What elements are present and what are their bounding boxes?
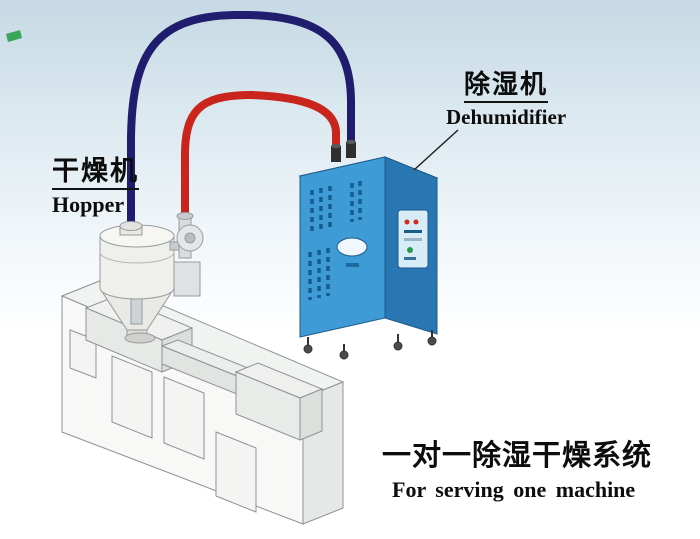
leader-line xyxy=(413,129,459,171)
brand-oval-badge xyxy=(336,237,368,257)
caption: 一对一除湿干燥系统 For serving one machine xyxy=(382,440,652,502)
pipe-stub xyxy=(346,142,356,158)
hopper-dryer xyxy=(99,212,204,344)
front-sticker xyxy=(346,263,359,267)
indicator-light-red xyxy=(413,219,419,225)
blower-base-box xyxy=(173,261,201,297)
pipe-stub-cap xyxy=(331,144,341,148)
panel-display xyxy=(404,238,422,241)
pipes xyxy=(126,11,355,240)
machine-door-2 xyxy=(163,376,205,460)
dehumidifier-label: 除湿机 Dehumidifier xyxy=(446,71,567,130)
hopper-sight-glass xyxy=(130,295,143,325)
dehumidifier-label-zh: 除湿机 xyxy=(464,71,549,104)
caster-wheel xyxy=(339,350,349,360)
blower-fan-hub xyxy=(184,232,196,244)
hopper-clamp-band xyxy=(99,251,175,264)
die-head-side xyxy=(299,388,323,441)
hopper-body xyxy=(99,235,175,300)
caster-wheels xyxy=(303,330,437,360)
caster-wheel xyxy=(393,341,403,351)
vent-slots xyxy=(308,181,362,300)
caption-en: For serving one machine xyxy=(392,477,636,503)
green-mark xyxy=(6,30,22,42)
panel-display xyxy=(404,230,422,233)
indicator-light-red xyxy=(404,219,410,225)
hopper-label-en: Hopper xyxy=(52,192,125,218)
hopper-label: 干燥机 Hopper xyxy=(52,157,139,218)
dehumidifier-label-en: Dehumidifier xyxy=(446,105,567,130)
panel-switch xyxy=(404,257,416,260)
pipe-stub-cap xyxy=(346,140,356,144)
extruder-machine xyxy=(60,279,345,525)
caster-wheel xyxy=(427,336,437,346)
hopper-label-zh: 干燥机 xyxy=(52,157,139,191)
red-supply-pipe xyxy=(180,91,340,224)
pipe-stub xyxy=(331,146,341,162)
pipe-fittings xyxy=(331,140,356,162)
caster-wheel xyxy=(303,344,313,354)
hopper-flange xyxy=(124,332,156,344)
indicator-light-green xyxy=(407,247,413,253)
caption-zh: 一对一除湿干燥系统 xyxy=(382,438,653,472)
dehumidifier-cabinet xyxy=(298,140,439,360)
machine-door-1 xyxy=(111,355,153,439)
blower-pipe-cap xyxy=(176,212,194,220)
navy-return-pipe xyxy=(126,11,355,240)
hopper-lid-cap xyxy=(119,221,143,231)
machine-door-3 xyxy=(215,431,257,513)
